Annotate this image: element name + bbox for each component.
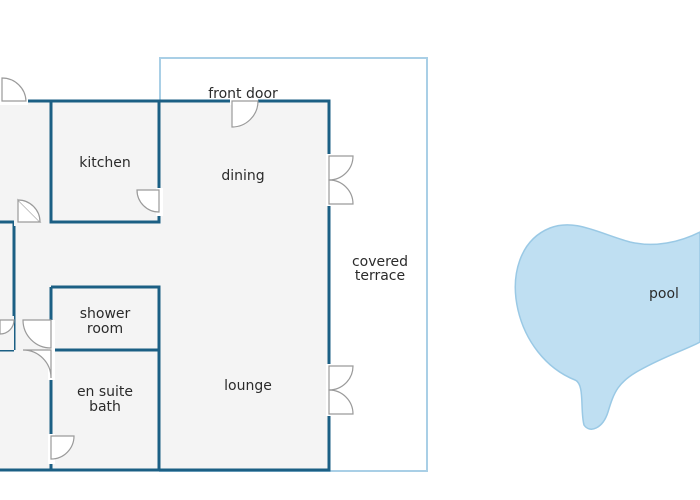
front-door-swing-icon (230, 98, 259, 128)
lounge-label: lounge (224, 378, 272, 394)
kitchen-label: kitchen (79, 155, 131, 171)
covered-terrace-label-line2: terrace (355, 268, 405, 284)
en-suite-label-line2: bath (89, 399, 121, 415)
left-door-swing-icon (0, 316, 15, 350)
pool-shape (514, 224, 700, 430)
pool-label: pool (649, 286, 679, 302)
house-floor (0, 101, 329, 470)
corridor-door-swing-icon (14, 196, 42, 226)
covered-terrace-label-line1: covered (352, 254, 408, 270)
dining-label: dining (221, 168, 264, 184)
ensuite-door-swing-icon (22, 349, 55, 380)
top-left-door-swing-icon (0, 77, 28, 105)
kitchen-door-swing-icon (136, 188, 163, 216)
en-suite-label-line1: en suite (77, 384, 133, 400)
shower-room-label-line2: room (87, 321, 123, 337)
front-door-label: front door (208, 86, 278, 102)
shower-room-label-line1: shower (80, 306, 131, 322)
dining-double-door-icon (326, 154, 354, 206)
doors (0, 77, 354, 464)
lounge-double-door-icon (326, 364, 354, 416)
bottom-door-swing-icon (48, 434, 75, 464)
shower-door-swing-icon (22, 319, 55, 350)
